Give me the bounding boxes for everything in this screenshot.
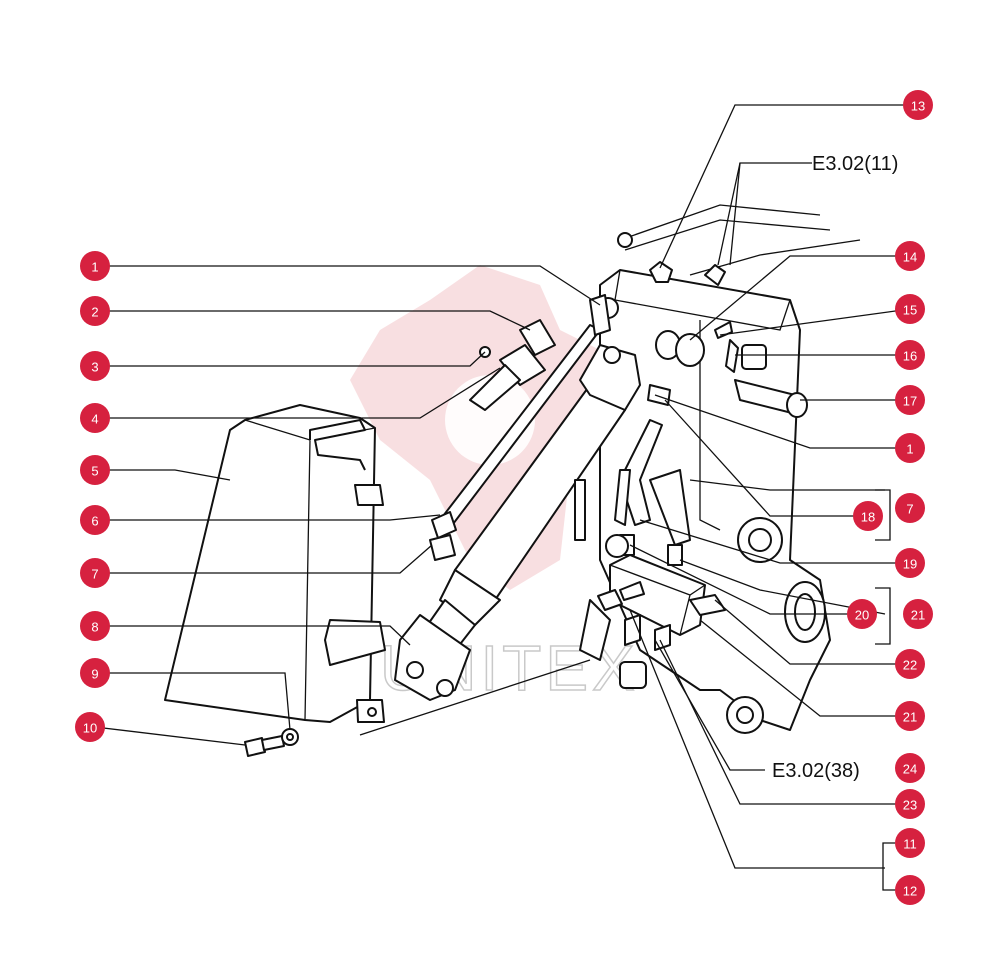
callout-circle	[80, 403, 110, 433]
callout-number: 21	[911, 608, 925, 623]
callout-number: 8	[91, 620, 98, 635]
callout-number: 2	[91, 305, 98, 320]
callout-number: 24	[903, 762, 917, 777]
callout-21b: 21	[895, 701, 925, 731]
callout-number: 18	[861, 510, 875, 525]
valve-block	[597, 534, 726, 651]
callout-circle	[903, 90, 933, 120]
callout-circle	[80, 296, 110, 326]
callout-number: 7	[906, 502, 913, 517]
callout-number: 20	[855, 608, 869, 623]
callout-circle	[853, 501, 883, 531]
callout-number: 9	[91, 667, 98, 682]
callout-24: 24	[895, 753, 925, 783]
callout-12: 12	[895, 875, 925, 905]
callout-number: 4	[91, 412, 98, 427]
callout-circle	[895, 385, 925, 415]
callout-circle	[895, 433, 925, 463]
callout-circle	[80, 351, 110, 381]
callout-number: 6	[91, 514, 98, 529]
callout-number: 10	[83, 721, 97, 736]
callout-15: 15	[895, 294, 925, 324]
callout-circle	[75, 712, 105, 742]
top-rods	[617, 204, 861, 286]
callout-circle	[895, 828, 925, 858]
callout-11: 11	[895, 828, 925, 858]
reference-label-e302-11: E3.02(11)	[812, 153, 898, 175]
callout-number: 16	[903, 349, 917, 364]
callout-17: 17	[895, 385, 925, 415]
callout-10: 10	[75, 712, 105, 742]
callout-number: 5	[91, 464, 98, 479]
callout-circle	[895, 493, 925, 523]
callout-circle	[895, 789, 925, 819]
bolt-and-washer	[244, 728, 299, 757]
callout-circle	[895, 548, 925, 578]
callout-4: 4	[80, 403, 110, 433]
callout-2: 2	[80, 296, 110, 326]
callout-number: 11	[903, 837, 917, 852]
callout-5: 5	[80, 455, 110, 485]
callout-number: 1	[906, 442, 913, 457]
leader-lines	[94, 104, 911, 891]
callout-1a: 1	[80, 251, 110, 281]
callout-number: 7	[91, 567, 98, 582]
callout-circle	[895, 241, 925, 271]
callout-circle	[80, 658, 110, 688]
callout-circle	[80, 558, 110, 588]
callout-7a: 7	[80, 558, 110, 588]
callout-number: 23	[903, 798, 917, 813]
callout-3: 3	[80, 351, 110, 381]
callout-circle	[895, 701, 925, 731]
callout-circle	[895, 340, 925, 370]
callout-number: 15	[903, 303, 917, 318]
callout-21a: 21	[903, 599, 933, 629]
callout-18: 18	[853, 501, 883, 531]
callout-circle	[895, 294, 925, 324]
callout-6: 6	[80, 505, 110, 535]
callout-number: 3	[91, 360, 98, 375]
callout-circle	[895, 875, 925, 905]
callout-7b: 7	[895, 493, 925, 523]
callout-number: 1	[91, 260, 98, 275]
callout-circle	[80, 455, 110, 485]
callout-20: 20	[847, 599, 877, 629]
callout-number: 21	[903, 710, 917, 725]
callout-1b: 1	[895, 433, 925, 463]
callout-circle	[80, 505, 110, 535]
callout-number: 17	[903, 394, 917, 409]
callout-number: 19	[903, 557, 917, 572]
callout-19: 19	[895, 548, 925, 578]
callout-circle	[903, 599, 933, 629]
callout-circle	[895, 753, 925, 783]
callout-circle	[895, 649, 925, 679]
callout-9: 9	[80, 658, 110, 688]
callout-number: 14	[903, 250, 917, 265]
callout-16: 16	[895, 340, 925, 370]
guard-shield	[164, 404, 386, 723]
callout-number: 12	[903, 884, 917, 899]
callout-circle	[80, 251, 110, 281]
hydraulic-cylinder	[394, 344, 641, 701]
callout-23: 23	[895, 789, 925, 819]
callout-22: 22	[895, 649, 925, 679]
callout-number: 13	[911, 99, 925, 114]
pin-and-bushings	[655, 321, 808, 418]
reference-label-e302-38: E3.02(38)	[772, 760, 860, 782]
callout-number: 22	[903, 658, 917, 673]
callout-circle	[847, 599, 877, 629]
callout-13: 13	[903, 90, 933, 120]
callout-14: 14	[895, 241, 925, 271]
hose-lines	[429, 294, 691, 561]
callout-8: 8	[80, 611, 110, 641]
callout-circle	[80, 611, 110, 641]
